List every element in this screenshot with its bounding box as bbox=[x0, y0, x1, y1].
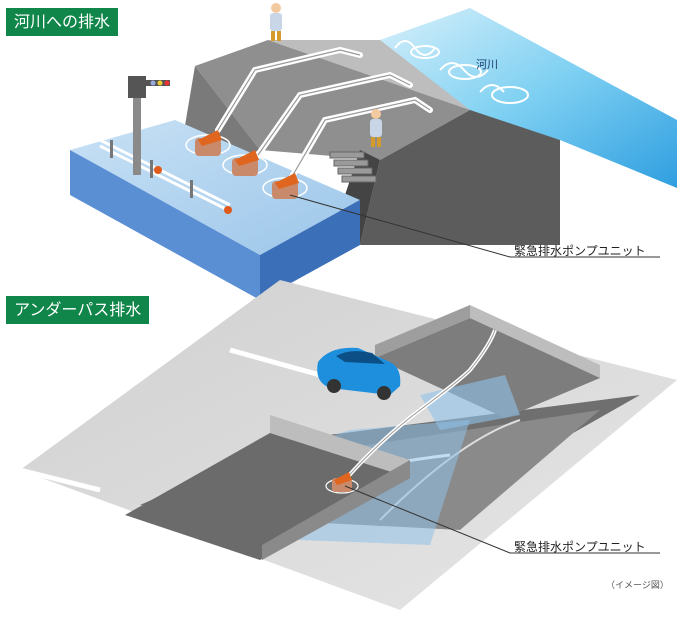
river-label: 河川 bbox=[476, 58, 498, 71]
traffic-light bbox=[128, 76, 170, 175]
river bbox=[380, 8, 677, 188]
section2-callout: 緊急排水ポンプユニット bbox=[514, 540, 646, 554]
underpass-wall-upper bbox=[375, 305, 470, 358]
river-splash bbox=[394, 40, 529, 104]
worker-levee bbox=[370, 109, 382, 147]
flood-front bbox=[70, 150, 260, 300]
pump-units bbox=[185, 130, 308, 199]
car bbox=[317, 347, 401, 400]
levee-steps bbox=[329, 151, 377, 183]
guard-rail bbox=[99, 138, 231, 213]
underpass-wall-upper-r bbox=[470, 305, 600, 378]
worker-top bbox=[270, 3, 282, 41]
section2-heading: アンダーパス排水 bbox=[6, 296, 150, 324]
flood-side bbox=[260, 200, 360, 300]
underpass-pump bbox=[325, 472, 359, 494]
flood-top bbox=[70, 120, 360, 255]
callout-1-leader bbox=[289, 194, 660, 258]
levee-face bbox=[360, 110, 560, 245]
section1-callout: 緊急排水ポンプユニット bbox=[514, 244, 646, 258]
callout-2-leader bbox=[344, 485, 660, 554]
underpass-wall-lower bbox=[270, 415, 410, 478]
section1-heading: 河川への排水 bbox=[6, 8, 119, 36]
image-note: （イメージ図） bbox=[606, 581, 669, 591]
